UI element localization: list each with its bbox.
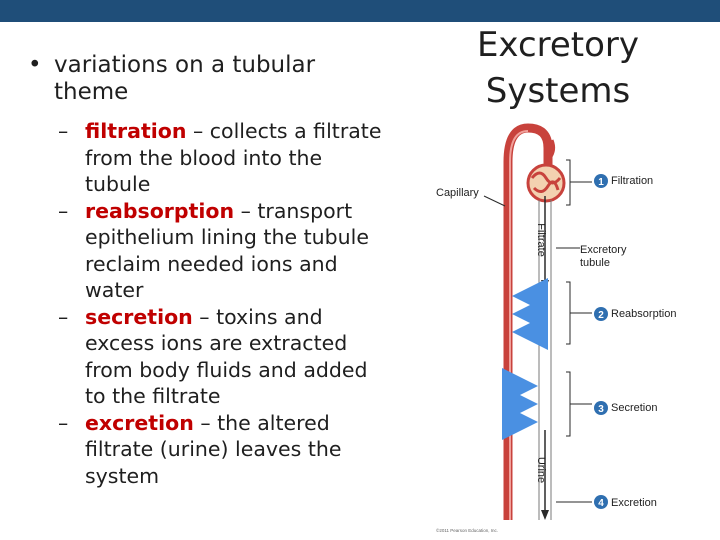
bullet-dash: – <box>58 410 69 435</box>
sub-bullet-reabsorption: –reabsorption – transport epithelium lin… <box>58 198 388 304</box>
main-bullet-text: variations on a tubular theme <box>54 52 316 105</box>
term-filtration: filtration <box>85 119 187 143</box>
step-2-badge <box>594 307 608 321</box>
step-2-number: 2 <box>598 310 604 321</box>
tubule-label-line2: tubule <box>580 257 610 269</box>
step-2-label: Reabsorption <box>611 308 676 320</box>
step-3-badge <box>594 401 608 415</box>
bracket-reabsorption <box>566 281 592 345</box>
filtrate-flow-arrow <box>541 280 549 290</box>
step-1-label: Filtration <box>611 175 653 187</box>
term-excretion: excretion <box>85 410 194 435</box>
sub-bullet-text: – the altered filtrate (urine) leaves th… <box>85 410 342 488</box>
sub-bullet-text: – transport epithelium lining the tubule… <box>85 198 369 303</box>
step-3-label: Secretion <box>611 402 657 414</box>
step-3-number: 3 <box>598 404 604 415</box>
tubule-label-line1: Excretory <box>580 244 627 256</box>
step-4-label: Excretion <box>611 497 657 509</box>
bullet-dash: – <box>58 119 69 143</box>
title-bar <box>0 0 720 22</box>
bracket-secretion <box>566 371 592 437</box>
step-1-badge <box>594 174 608 188</box>
term-reabsorption: reabsorption <box>85 198 235 223</box>
bracket-filtration <box>566 159 592 206</box>
urine-label: Urine <box>535 457 547 483</box>
sub-bullet-secretion: –secretion – toxins and excess ions are … <box>58 304 388 410</box>
term-secretion: secretion <box>85 304 193 329</box>
capillary-leader-line <box>483 195 506 207</box>
sub-bullet-list: –filtration – collects a filtrate from t… <box>58 118 388 489</box>
slide-title: Excretory Systems <box>476 25 640 111</box>
step-4-number: 4 <box>598 498 604 509</box>
sub-bullet-filtration: –filtration – collects a filtrate from t… <box>58 118 388 198</box>
secretion-arrows <box>502 368 538 440</box>
bullet-dash: – <box>58 198 69 223</box>
reabsorption-arrows <box>512 278 548 350</box>
step-4-badge <box>594 495 608 509</box>
sub-bullet-excretion: –excretion – the altered filtrate (urine… <box>58 410 388 490</box>
step-1-number: 1 <box>598 177 604 188</box>
bullet-dot: • <box>28 52 42 78</box>
copyright-notice: ©2011 Pearson Education, Inc. <box>436 527 498 533</box>
bullet-dash: – <box>58 304 69 329</box>
urine-flow-arrow <box>541 510 549 520</box>
glomerulus <box>526 139 566 203</box>
filtrate-label: Filtrate <box>535 223 547 257</box>
sub-bullet-text: – toxins and excess ions are extracted f… <box>85 304 368 409</box>
sub-bullet-text: – collects a filtrate from the blood int… <box>85 119 382 196</box>
capillary-label: Capillary <box>436 187 479 199</box>
capillary-vessel-highlight <box>509 130 529 520</box>
